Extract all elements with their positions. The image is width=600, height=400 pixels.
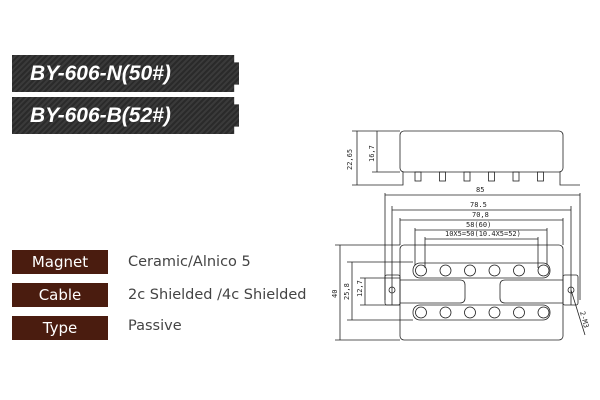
pole-pin — [439, 171, 446, 182]
pole-piece — [439, 264, 452, 277]
pole-piece — [439, 306, 452, 319]
model-name: BY-606-B(52#) — [30, 104, 171, 127]
spec-value-cable: 2c Shielded /4c Shielded — [128, 287, 307, 303]
spec-value-magnet: Ceramic/Alnico 5 — [128, 254, 251, 270]
pole-pin — [463, 171, 471, 182]
dim-coil-width: 25,8 — [343, 283, 351, 300]
banner-step — [227, 97, 239, 134]
pole-piece — [488, 264, 501, 277]
spec-label-type: Type — [12, 316, 108, 340]
pole-piece — [415, 306, 427, 319]
spec-label-magnet: Magnet — [12, 250, 108, 274]
dim-mount-spacing: 78.5 — [470, 201, 487, 209]
spec-label-cable: Cable — [12, 283, 108, 307]
dim-pole-spacing: 10X5=50(10.4X5=52) — [445, 230, 521, 238]
pole-piece — [464, 306, 476, 319]
pole-pin — [488, 171, 495, 182]
pole-piece — [464, 264, 476, 277]
pole-piece — [513, 264, 525, 277]
model-banner-bridge: BY-606-B(52#) — [12, 97, 239, 134]
dim-body-length: 70,8 — [472, 211, 489, 219]
banner-step — [227, 55, 239, 92]
dim-center: 12,7 — [356, 280, 364, 297]
pole-piece — [415, 264, 427, 277]
side-view: 22,65 16,7 — [346, 130, 580, 186]
pole-piece — [537, 264, 550, 277]
pole-piece — [537, 306, 550, 319]
model-banner-neck: BY-606-N(50#) — [12, 55, 239, 92]
dim-total-height: 22,65 — [346, 149, 354, 170]
dim-body-height: 16,7 — [368, 145, 376, 162]
pole-pin — [512, 171, 520, 182]
model-name: BY-606-N(50#) — [30, 62, 171, 85]
pole-pin — [537, 171, 544, 182]
pole-pin — [414, 171, 422, 182]
bottom-view: 85 78.5 70,8 58(60) 10X5=50(10.4X5=52) 4… — [331, 186, 590, 341]
pole-piece — [513, 306, 525, 319]
dim-width: 40 — [331, 290, 339, 298]
pole-piece — [488, 306, 501, 319]
spec-value-type: Passive — [128, 318, 182, 334]
dim-slot-length: 58(60) — [466, 221, 491, 229]
dim-length: 85 — [476, 186, 484, 194]
